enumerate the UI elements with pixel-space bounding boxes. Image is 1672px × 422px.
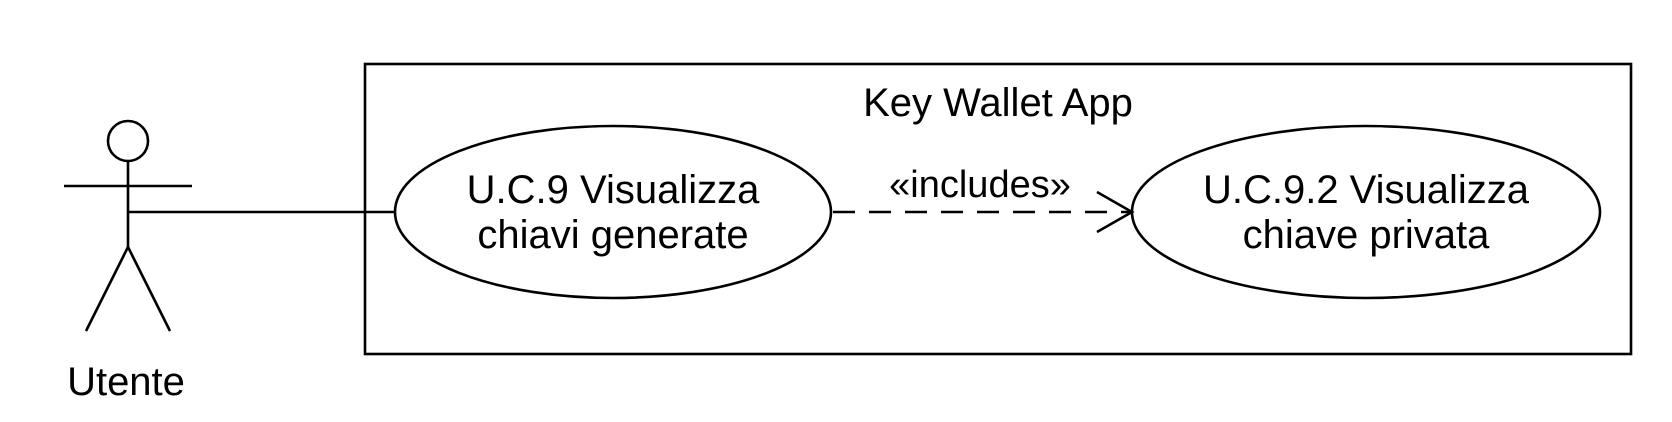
- use-case-uc9-line1: U.C.9 Visualizza: [467, 168, 760, 212]
- actor-label: Utente: [67, 360, 185, 404]
- use-case-uc9-2-line1: U.C.9.2 Visualizza: [1203, 168, 1530, 212]
- actor-right-leg: [126, 246, 172, 332]
- actor-left-leg: [84, 246, 130, 332]
- use-case-uc9-2-line2: chiave privata: [1243, 213, 1491, 257]
- use-case-uc9-line2: chiavi generate: [477, 213, 748, 257]
- use-case-uc9: [393, 124, 833, 300]
- system-boundary: [363, 62, 1633, 356]
- include-arrowhead: [1096, 190, 1135, 234]
- include-label: «includes»: [889, 164, 1071, 206]
- system-title: Key Wallet App: [863, 81, 1133, 125]
- use-case-uc9-2: [1130, 124, 1602, 300]
- actor-head: [106, 119, 150, 163]
- actor-figure: [64, 119, 192, 332]
